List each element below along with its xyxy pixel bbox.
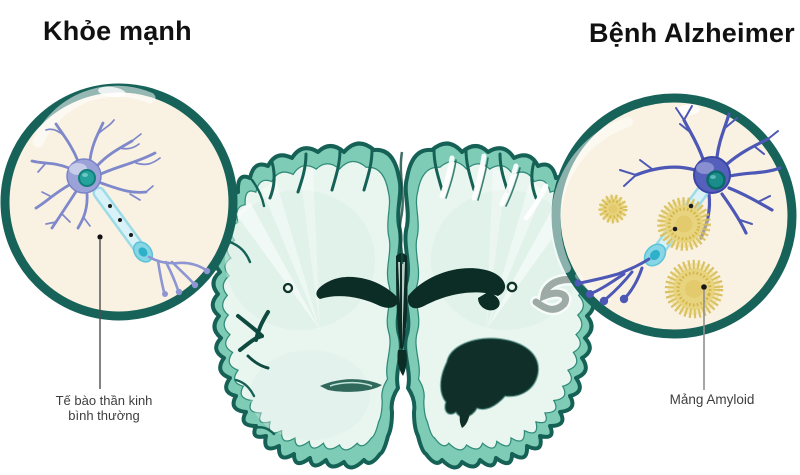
title-alzheimer: Bệnh Alzheimer bbox=[589, 18, 795, 48]
axon-terminals bbox=[147, 255, 208, 294]
callout-line-amyloid bbox=[701, 284, 707, 390]
amyloid-plaque-medium bbox=[657, 197, 711, 251]
alzheimer-inset-circle bbox=[550, 93, 797, 390]
ring-marker-left bbox=[282, 282, 294, 294]
longitudinal-fissure bbox=[398, 151, 404, 265]
nucleus bbox=[706, 170, 726, 190]
sulci-right bbox=[432, 148, 538, 200]
lateral-ventricles bbox=[316, 151, 506, 376]
atrophy-gaps bbox=[439, 153, 549, 221]
callout-label-amyloid: Mảng Amyloid bbox=[669, 392, 755, 407]
gloss-highlight bbox=[32, 85, 156, 148]
neuron-healthy-illustration bbox=[30, 119, 211, 297]
ring-marker-right bbox=[506, 281, 518, 293]
axon-terminals bbox=[578, 257, 651, 301]
nucleus bbox=[78, 169, 96, 187]
gray-sulcus-hook bbox=[530, 273, 594, 316]
enlarged-ventricle-blob bbox=[439, 337, 540, 428]
callout-label-line1: Tế bào thần kinh bbox=[55, 393, 153, 408]
callout-label-healthy-neuron: Tế bào thần kinh bình thường bbox=[56, 393, 153, 423]
sulci-left bbox=[228, 148, 374, 436]
neuron-alzheimer-illustration bbox=[574, 105, 782, 319]
amyloid-plaque-large bbox=[664, 259, 724, 319]
hippocampus-left bbox=[320, 379, 382, 392]
brain-left-hemisphere bbox=[210, 141, 403, 470]
healthy-inset-circle bbox=[0, 83, 238, 389]
axon-terminal-cuff bbox=[643, 243, 667, 267]
callout-line-healthy bbox=[97, 234, 103, 389]
title-healthy: Khỏe mạnh bbox=[43, 16, 192, 46]
axon-terminal-cuff bbox=[132, 241, 154, 263]
amyloid-plaque-small bbox=[598, 194, 628, 224]
lateral-sulcus-star bbox=[236, 310, 270, 370]
callout-label-line2: bình thường bbox=[68, 408, 140, 423]
brain-illustration bbox=[210, 141, 596, 470]
atrophy-gap-edges bbox=[445, 157, 521, 207]
gloss-highlight bbox=[550, 117, 633, 273]
